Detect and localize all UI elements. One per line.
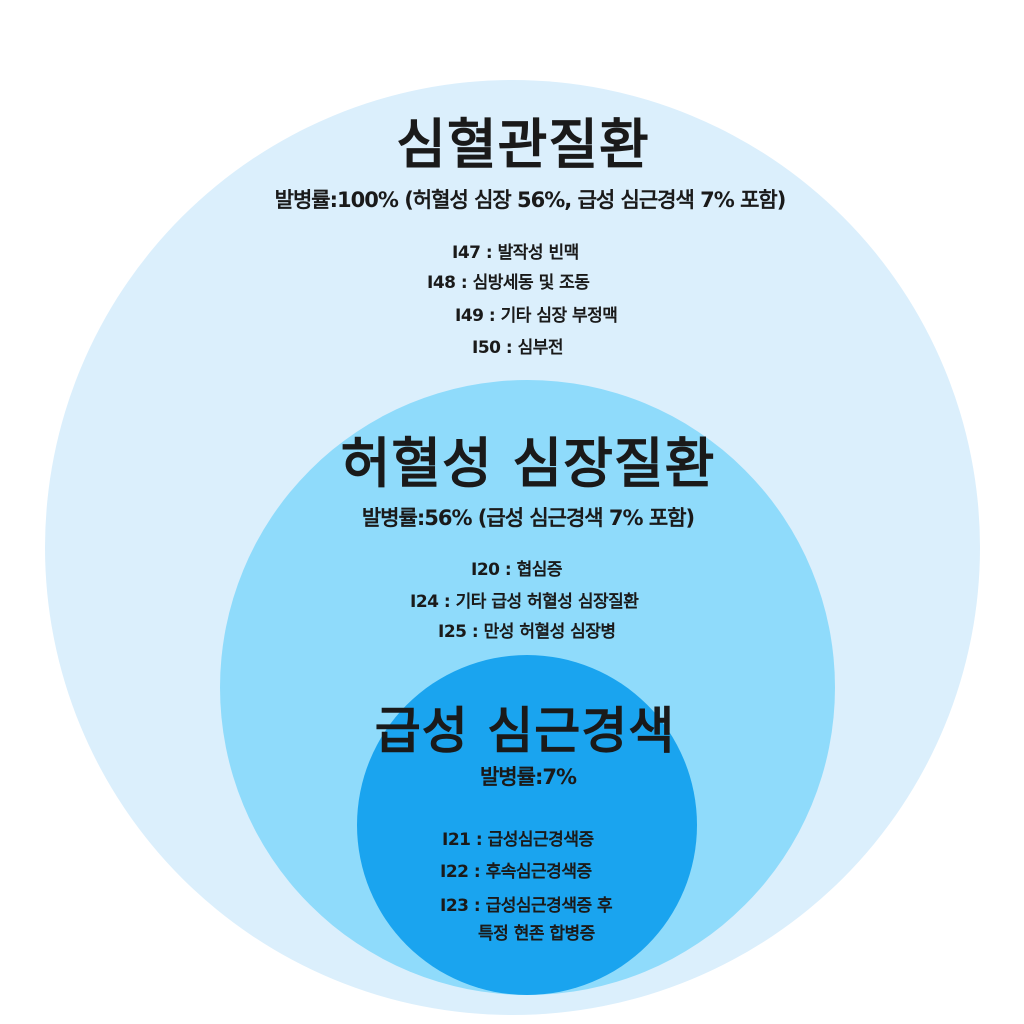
acute-code-i22: I22 : 후속심근경색증 bbox=[440, 862, 592, 882]
cardiovascular-code-i47: I47 : 발작성 빈맥 bbox=[452, 243, 579, 263]
inner-circle-acute-mi bbox=[357, 655, 697, 995]
cardiovascular-code-i50: I50 : 심부전 bbox=[472, 338, 564, 358]
acute-rate: 발병률:7% bbox=[479, 765, 577, 789]
ischemic-code-i20: I20 : 협심증 bbox=[471, 560, 563, 580]
acute-title: 급성 심근경색 bbox=[374, 702, 676, 760]
ischemic-title: 허혈성 심장질환 bbox=[340, 432, 716, 495]
cardiovascular-title: 심혈관질환 bbox=[396, 113, 650, 176]
acute-code-i23-cont: 특정 현존 합병증 bbox=[478, 924, 595, 944]
acute-code-i23: I23 : 급성심근경색증 후 bbox=[440, 896, 613, 916]
cardiovascular-rate: 발병률:100% (허혈성 심장 56%, 급성 심근경색 7% 포함) bbox=[274, 188, 787, 212]
cardiovascular-code-i48: I48 : 심방세동 및 조동 bbox=[427, 273, 590, 293]
cardiovascular-code-i49: I49 : 기타 심장 부정맥 bbox=[455, 306, 618, 326]
acute-code-i21: I21 : 급성심근경색증 bbox=[442, 830, 594, 850]
ischemic-code-i24: I24 : 기타 급성 허혈성 심장질환 bbox=[410, 592, 639, 612]
ischemic-code-i25: I25 : 만성 허혈성 심장병 bbox=[438, 622, 616, 642]
ischemic-rate: 발병률:56% (급성 심근경색 7% 포함) bbox=[361, 506, 695, 530]
